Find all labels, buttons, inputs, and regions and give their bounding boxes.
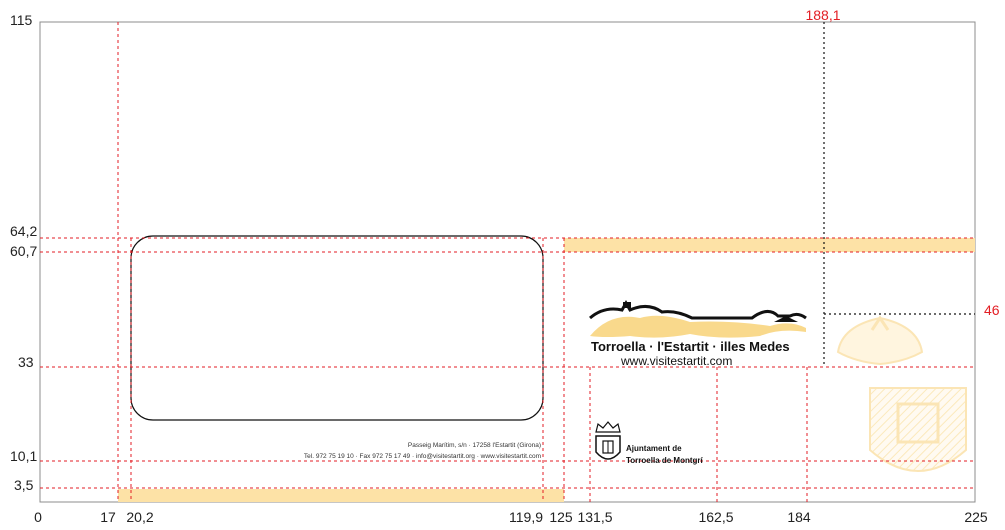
x-label-162-5: 162,5 bbox=[698, 509, 733, 525]
x-label-0: 0 bbox=[34, 509, 42, 525]
x-label-119-9: 119,9 bbox=[509, 509, 543, 525]
y-label-3-5: 3,5 bbox=[14, 477, 34, 493]
landscape-sand bbox=[590, 315, 806, 338]
y-label-60-7: 60,7 bbox=[10, 243, 37, 259]
council-line2: Torroella de Montgrí bbox=[626, 456, 704, 465]
crown-icon bbox=[595, 421, 621, 433]
y-label-33: 33 bbox=[18, 354, 34, 370]
x-label-225: 225 bbox=[964, 509, 988, 525]
x-axis-labels: 0 17 20,2 119,9 125 131,5 162,5 184 225 bbox=[34, 509, 988, 525]
return-address-line1: Passeig Marítim, s/n · 17258 l'Estartit … bbox=[408, 442, 541, 449]
council-line1: Ajuntament de bbox=[626, 444, 682, 453]
y-axis-labels: 115 64,2 60,7 33 10,1 3,5 bbox=[10, 12, 37, 493]
x-label-131-5: 131,5 bbox=[577, 509, 612, 525]
y-label-64-2: 64,2 bbox=[10, 223, 37, 239]
guide-lines bbox=[40, 22, 975, 502]
x-label-184: 184 bbox=[787, 509, 811, 525]
callout-guides bbox=[823, 22, 975, 367]
y-label-10-1: 10,1 bbox=[10, 448, 37, 464]
top-right-band bbox=[564, 238, 975, 252]
return-address-line2: Tel. 972 75 19 10 · Fax 972 75 17 49 · i… bbox=[304, 453, 541, 460]
council-emblem: Ajuntament de Torroella de Montgrí bbox=[595, 421, 704, 465]
x-label-17: 17 bbox=[100, 509, 116, 525]
brand-name: Torroella · l'Estartit · illes Medes bbox=[591, 339, 790, 354]
brand-logo: Torroella · l'Estartit · illes Medes www… bbox=[589, 299, 807, 368]
x-label-20-2: 20,2 bbox=[126, 509, 153, 525]
y-label-115: 115 bbox=[10, 12, 33, 28]
brand-url: www.visitestartit.com bbox=[620, 354, 732, 368]
crest-watermark bbox=[836, 315, 967, 472]
callout-label-right: 46 bbox=[984, 302, 1000, 318]
x-label-125: 125 bbox=[549, 509, 573, 525]
callout-label-top: 188,1 bbox=[805, 7, 840, 23]
bottom-left-band bbox=[118, 489, 564, 502]
envelope-outline bbox=[39, 21, 976, 503]
